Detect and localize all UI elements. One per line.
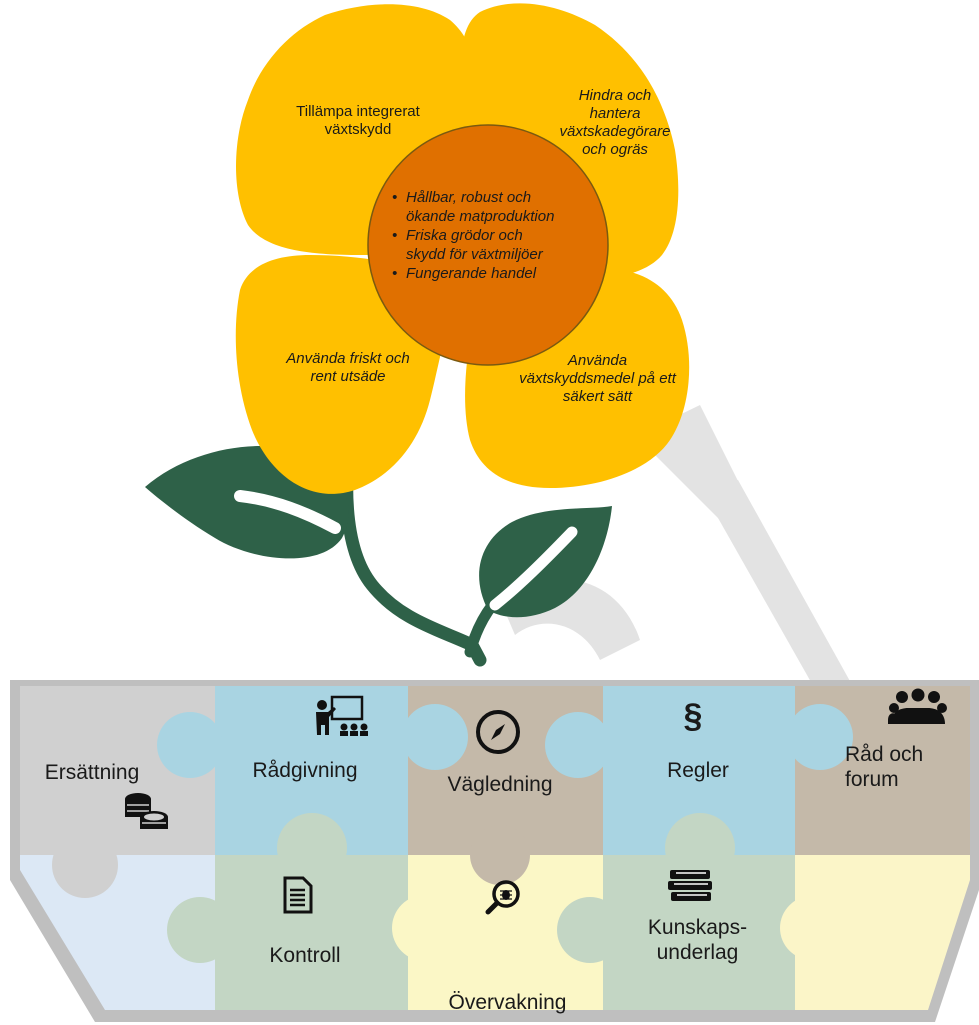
petal-top-left-text: Tillämpa integrerat växtskydd [288, 103, 428, 139]
text-line: Fungerande handel [406, 265, 537, 282]
text-line: ökande matproduktion [406, 208, 555, 225]
flower-center-list: • Hållbar, robust och ökande matproduktion… [392, 188, 582, 283]
text-line: säkert sätt [562, 388, 633, 405]
text-line: rent utsäde [310, 368, 386, 385]
text-line: Använda [567, 352, 628, 369]
petal-top-right-text: Hindra och hantera växtskadegörare och o… [540, 87, 690, 159]
label-rad-och-forum: Råd och forum [845, 742, 955, 792]
text-line: underlag [656, 941, 739, 964]
text-line: Råd och [845, 743, 924, 766]
books-icon [668, 870, 712, 901]
petal-bottom-right-text: Använda växtskyddsmedel på ett säkert sä… [510, 352, 685, 406]
paragraph-icon: § [643, 696, 743, 736]
compass-icon [476, 710, 520, 754]
text-line: Rådgivning [252, 759, 358, 782]
center-item: • Fungerande handel [392, 264, 582, 283]
document-icon [283, 876, 313, 914]
text-line: växtskydd [324, 121, 392, 138]
text-line: skydd för växtmiljöer [406, 246, 543, 263]
text-line: Tillämpa integrerat [296, 103, 420, 120]
label-regler: Regler [643, 758, 753, 783]
text-line: Ersättning [44, 761, 140, 784]
coins-icon [125, 793, 168, 829]
right-leaf-vein [489, 526, 578, 611]
text-line: hantera [589, 105, 641, 122]
text-line: Använda friskt och [286, 350, 410, 367]
flower-center [367, 124, 609, 366]
text-line: Kontroll [269, 944, 341, 967]
text-line: växtskadegörare [559, 123, 671, 140]
label-radgivning: Rådgivning [230, 758, 380, 783]
bullet: • [392, 189, 398, 206]
piece-light-yellow [795, 855, 970, 1010]
label-vagledning: Vägledning [425, 772, 575, 797]
text-line: forum [845, 768, 899, 791]
text-line: Kunskaps- [647, 916, 748, 939]
piece-light-blue [20, 855, 215, 1010]
bullet: • [392, 265, 398, 282]
label-overvakning: Övervakning [430, 990, 585, 1015]
label-ersattning: Ersättning [22, 760, 162, 785]
label-kontroll: Kontroll [240, 943, 370, 968]
text-line: Vägledning [447, 773, 553, 796]
meeting-icon [888, 688, 947, 724]
label-kunskapsunderlag: Kunskaps- underlag [625, 915, 770, 965]
text-line: § [683, 697, 703, 735]
petal-bottom-left-text: Använda friskt och rent utsäde [268, 350, 428, 386]
text-line: Friska grödor och [406, 227, 523, 244]
text-line: Övervakning [448, 991, 567, 1014]
bullet: • [392, 227, 398, 244]
text-line: Hindra och [578, 87, 652, 104]
center-item: • Friska grödor och skydd för växtmiljöer [392, 226, 582, 264]
text-line: Hållbar, robust och [406, 189, 532, 206]
bug-magnifier-icon [485, 880, 520, 915]
presenter-icon [316, 695, 368, 736]
text-line: och ogräs [582, 141, 648, 158]
center-item: • Hållbar, robust och ökande matproduktion [392, 188, 582, 226]
left-leaf-vein [234, 490, 341, 534]
text-line: växtskyddsmedel på ett [519, 370, 676, 387]
text-line: Regler [667, 759, 729, 782]
